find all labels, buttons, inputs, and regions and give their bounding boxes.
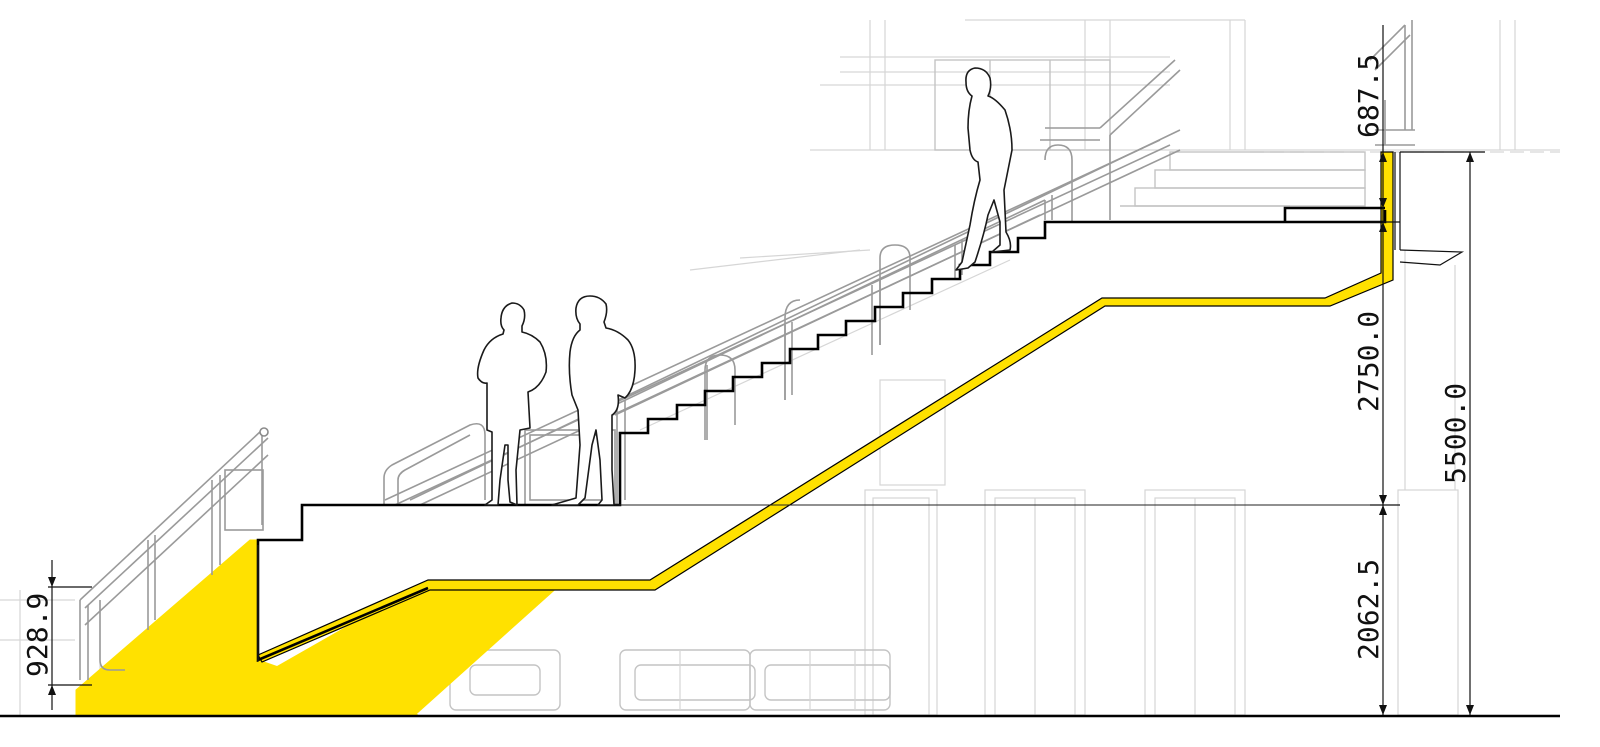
dim-2062-5: 2062.5 — [1352, 559, 1385, 660]
dim-5500-0: 5500.0 — [1439, 383, 1472, 484]
person-middle — [551, 295, 636, 506]
human-figures — [476, 67, 1013, 506]
person-left — [476, 302, 548, 506]
dim-2750-0: 2750.0 — [1352, 311, 1385, 412]
stair-profile — [256, 206, 1387, 662]
dim-928-9: 928.9 — [21, 593, 54, 677]
handrails — [79, 20, 1415, 680]
dim-687-5: 687.5 — [1352, 54, 1385, 138]
main-slab-band — [257, 151, 1394, 663]
dimension-lines — [48, 25, 1485, 715]
person-walking — [955, 67, 1013, 271]
